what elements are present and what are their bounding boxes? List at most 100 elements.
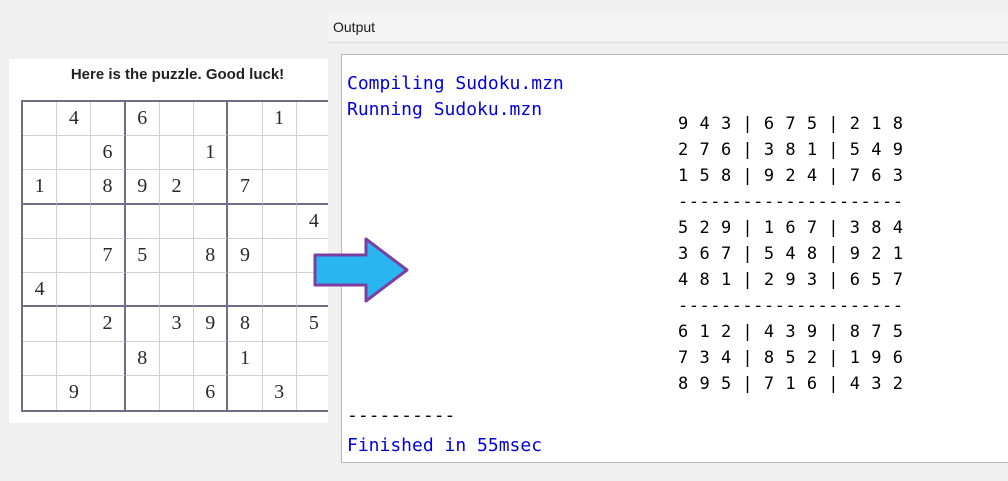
sudoku-cell: 4	[57, 102, 92, 137]
sudoku-cell	[23, 375, 58, 410]
solution-line: ---------------------	[678, 192, 904, 212]
sudoku-cell	[125, 273, 160, 308]
sudoku-cell	[159, 204, 195, 239]
output-window: Output Compiling Sudoku.mzn Running Sudo…	[328, 10, 1008, 481]
sudoku-cell	[159, 136, 195, 171]
sudoku-cell: 5	[125, 238, 160, 274]
sudoku-cell	[23, 204, 58, 239]
sudoku-cell: 7	[228, 170, 263, 205]
sudoku-cell	[159, 102, 195, 137]
finished-line: Finished in 55msec	[347, 435, 543, 456]
sudoku-cell	[262, 136, 297, 171]
sudoku-cell	[194, 102, 229, 137]
solution-line: 5 2 9 | 1 6 7 | 3 8 4	[678, 218, 904, 238]
sudoku-cell	[296, 170, 331, 205]
sudoku-cell: 9	[125, 170, 160, 205]
sudoku-cell	[296, 342, 331, 376]
solution-line: 2 7 6 | 3 8 1 | 5 4 9	[678, 140, 904, 160]
sudoku-cell: 1	[194, 136, 229, 171]
solution-line: 3 6 7 | 5 4 8 | 9 2 1	[678, 244, 904, 264]
sudoku-cell	[296, 102, 331, 137]
sudoku-cell	[194, 204, 229, 239]
sudoku-cell: 6	[91, 136, 126, 171]
sudoku-cell: 3	[159, 307, 195, 342]
solution-line: ---------------------	[678, 296, 904, 316]
sudoku-cell: 4	[296, 205, 331, 239]
sudoku-cell: 2	[159, 170, 195, 205]
sudoku-cell	[262, 238, 297, 274]
sudoku-cell	[228, 273, 263, 308]
output-header: Output	[328, 10, 1008, 43]
sudoku-cell: 4	[23, 273, 58, 308]
sudoku-cell	[262, 204, 297, 239]
sudoku-cell	[159, 238, 195, 274]
sudoku-cell	[23, 341, 58, 376]
sudoku-cell: 9	[228, 238, 263, 274]
sudoku-cell	[160, 375, 195, 410]
sudoku-cell	[57, 273, 92, 308]
sudoku-cell	[262, 170, 297, 205]
sudoku-cell	[296, 273, 331, 308]
sudoku-cell: 8	[91, 170, 126, 205]
sudoku-cell: 8	[125, 341, 160, 376]
sudoku-cell: 1	[262, 102, 297, 137]
sudoku-cell	[23, 102, 58, 137]
sudoku-cell: 7	[91, 238, 126, 274]
sudoku-cell	[228, 204, 263, 239]
sudoku-cell	[125, 307, 160, 342]
sudoku-cell	[57, 341, 92, 376]
puzzle-title: Here is the puzzle. Good luck!	[70, 66, 285, 83]
sudoku-cell	[125, 204, 160, 239]
sudoku-cell	[262, 307, 297, 342]
output-pane[interactable]: Compiling Sudoku.mzn Running Sudoku.mzn …	[341, 54, 1008, 463]
sudoku-cell: 6	[194, 375, 229, 410]
solution-line: 8 9 5 | 7 1 6 | 4 3 2	[678, 374, 904, 394]
sudoku-cell	[296, 136, 331, 171]
sudoku-cell	[91, 375, 126, 410]
sudoku-cell: 5	[296, 307, 331, 342]
sudoku-cell	[91, 273, 126, 308]
sudoku-cell	[159, 273, 195, 308]
solution-line: 7 3 4 | 8 5 2 | 1 9 6	[678, 348, 904, 368]
sudoku-cell	[194, 170, 229, 205]
output-title: Output	[333, 19, 376, 35]
sudoku-cell	[228, 375, 263, 410]
sudoku-cell: 9	[57, 375, 92, 410]
sudoku-cell	[91, 341, 126, 376]
running-line: Running Sudoku.mzn	[347, 99, 543, 120]
right-arrow-icon	[313, 237, 409, 303]
sudoku-cell: 1	[23, 170, 58, 205]
sudoku-cell	[194, 273, 229, 308]
sudoku-cell	[57, 204, 92, 239]
sudoku-cell	[23, 238, 58, 274]
sudoku-cell	[228, 102, 263, 137]
sudoku-cell: 1	[228, 341, 263, 376]
sudoku-cell: 6	[125, 102, 160, 137]
solution-line: 4 8 1 | 2 9 3 | 6 5 7	[678, 270, 904, 290]
sudoku-cell	[228, 136, 263, 171]
solution-line: 1 5 8 | 9 2 4 | 7 6 3	[678, 166, 904, 186]
sudoku-cell	[91, 102, 126, 137]
sudoku-cell	[262, 273, 297, 308]
solution-line: 9 4 3 | 6 7 5 | 2 1 8	[678, 114, 904, 134]
sudoku-cell: 2	[91, 307, 126, 342]
sudoku-cell	[57, 238, 92, 274]
separator-line: ----------	[347, 405, 456, 426]
sudoku-cell: 9	[194, 307, 229, 342]
sudoku-cell	[159, 341, 195, 376]
compiling-line: Compiling Sudoku.mzn	[347, 73, 564, 94]
sudoku-cell: 8	[228, 307, 263, 342]
sudoku-cell	[23, 136, 58, 171]
sudoku-cell: 8	[194, 238, 229, 274]
sudoku-cell	[91, 204, 126, 239]
sudoku-cell	[126, 375, 160, 410]
sudoku-cell	[23, 307, 58, 342]
sudoku-cell	[57, 170, 92, 205]
sudoku-cell	[262, 341, 297, 376]
sudoku-cell	[57, 136, 92, 171]
solution-line: 6 1 2 | 4 3 9 | 8 7 5	[678, 322, 904, 342]
sudoku-cell	[297, 376, 331, 410]
sudoku-cell	[194, 341, 229, 376]
